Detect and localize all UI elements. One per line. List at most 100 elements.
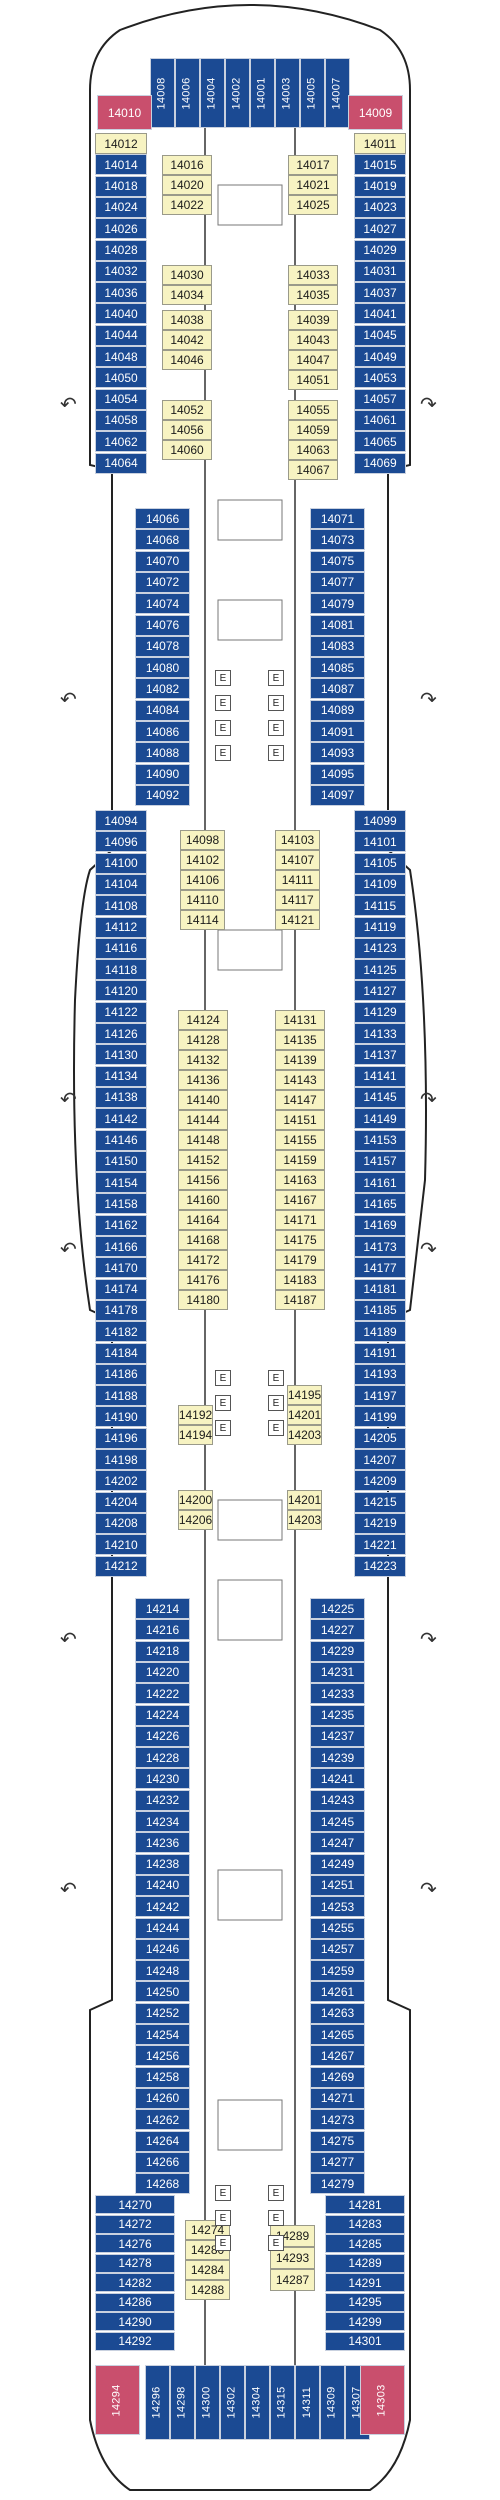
cabin-14269[interactable]: 14269 <box>310 2066 365 2088</box>
cabin-14028[interactable]: 14028 <box>95 239 147 261</box>
cabin-14216[interactable]: 14216 <box>135 1619 190 1641</box>
cabin-14233[interactable]: 14233 <box>310 1683 365 1705</box>
cabin-14145[interactable]: 14145 <box>354 1086 406 1108</box>
cabin-14183[interactable]: 14183 <box>275 1270 325 1290</box>
cabin-14132[interactable]: 14132 <box>178 1050 228 1070</box>
cabin-14169[interactable]: 14169 <box>354 1214 406 1236</box>
cabin-14206[interactable]: 14206 <box>178 1510 213 1530</box>
cabin-14263[interactable]: 14263 <box>310 2002 365 2024</box>
cabin-14248[interactable]: 14248 <box>135 1960 190 1982</box>
cabin-14066[interactable]: 14066 <box>135 508 190 529</box>
cabin-14273[interactable]: 14273 <box>310 2109 365 2131</box>
cabin-14003[interactable]: 14003 <box>275 58 300 128</box>
cabin-14152[interactable]: 14152 <box>178 1150 228 1170</box>
cabin-14272[interactable]: 14272 <box>95 2214 175 2234</box>
cabin-14144[interactable]: 14144 <box>178 1110 228 1130</box>
cabin-14270[interactable]: 14270 <box>95 2195 175 2214</box>
cabin-14139[interactable]: 14139 <box>275 1050 325 1070</box>
cabin-14302[interactable]: 14302 <box>220 2365 245 2440</box>
cabin-14093[interactable]: 14093 <box>310 742 365 764</box>
cabin-14207[interactable]: 14207 <box>354 1449 406 1470</box>
cabin-14158[interactable]: 14158 <box>95 1193 147 1215</box>
cabin-14024[interactable]: 14024 <box>95 196 147 218</box>
cabin-14060[interactable]: 14060 <box>162 440 212 460</box>
cabin-14025[interactable]: 14025 <box>288 195 338 215</box>
cabin-14166[interactable]: 14166 <box>95 1236 147 1257</box>
cabin-14241[interactable]: 14241 <box>310 1768 365 1790</box>
cabin-14301[interactable]: 14301 <box>325 2331 405 2351</box>
cabin-14150[interactable]: 14150 <box>95 1150 147 1172</box>
cabin-14020[interactable]: 14020 <box>162 175 212 195</box>
cabin-14251[interactable]: 14251 <box>310 1874 365 1896</box>
cabin-14253[interactable]: 14253 <box>310 1896 365 1918</box>
cabin-14038[interactable]: 14038 <box>162 310 212 330</box>
cabin-14231[interactable]: 14231 <box>310 1661 365 1683</box>
cabin-14110[interactable]: 14110 <box>180 890 225 910</box>
cabin-14086[interactable]: 14086 <box>135 721 190 742</box>
cabin-14267[interactable]: 14267 <box>310 2045 365 2067</box>
cabin-14141[interactable]: 14141 <box>354 1065 406 1087</box>
cabin-14074[interactable]: 14074 <box>135 593 190 615</box>
cabin-14168[interactable]: 14168 <box>178 1230 228 1250</box>
cabin-14282[interactable]: 14282 <box>95 2273 175 2292</box>
cabin-14033[interactable]: 14033 <box>288 265 338 285</box>
cabin-14185[interactable]: 14185 <box>354 1299 406 1321</box>
cabin-14098[interactable]: 14098 <box>180 830 225 850</box>
cabin-14232[interactable]: 14232 <box>135 1789 190 1811</box>
cabin-14091[interactable]: 14091 <box>310 721 365 742</box>
cabin-14179[interactable]: 14179 <box>275 1250 325 1270</box>
cabin-14136[interactable]: 14136 <box>178 1070 228 1090</box>
cabin-14084[interactable]: 14084 <box>135 699 190 721</box>
cabin-14107[interactable]: 14107 <box>275 850 320 870</box>
cabin-14156[interactable]: 14156 <box>178 1170 228 1190</box>
cabin-14089[interactable]: 14089 <box>310 699 365 721</box>
cabin-14298[interactable]: 14298 <box>170 2365 195 2440</box>
cabin-14164[interactable]: 14164 <box>178 1210 228 1230</box>
cabin-14201[interactable]: 14201 <box>287 1405 322 1425</box>
cabin-14264[interactable]: 14264 <box>135 2130 190 2152</box>
cabin-14108[interactable]: 14108 <box>95 895 147 917</box>
cabin-14043[interactable]: 14043 <box>288 330 338 350</box>
cabin-14095[interactable]: 14095 <box>310 763 365 785</box>
cabin-14057[interactable]: 14057 <box>354 388 406 410</box>
cabin-14027[interactable]: 14027 <box>354 218 406 240</box>
cabin-14121[interactable]: 14121 <box>275 910 320 930</box>
cabin-14160[interactable]: 14160 <box>178 1190 228 1210</box>
cabin-14078[interactable]: 14078 <box>135 635 190 657</box>
cabin-14053[interactable]: 14053 <box>354 367 406 389</box>
cabin-14004[interactable]: 14004 <box>200 58 225 128</box>
cabin-14008[interactable]: 14008 <box>150 58 175 128</box>
cabin-14109[interactable]: 14109 <box>354 873 406 895</box>
cabin-14304[interactable]: 14304 <box>245 2365 270 2440</box>
cabin-14106[interactable]: 14106 <box>180 870 225 890</box>
cabin-14278[interactable]: 14278 <box>95 2253 175 2273</box>
cabin-14170[interactable]: 14170 <box>95 1257 147 1279</box>
cabin-14079[interactable]: 14079 <box>310 593 365 615</box>
cabin-14187[interactable]: 14187 <box>275 1290 325 1310</box>
cabin-14042[interactable]: 14042 <box>162 330 212 350</box>
cabin-14017[interactable]: 14017 <box>288 155 338 175</box>
cabin-14190[interactable]: 14190 <box>95 1406 147 1428</box>
cabin-14062[interactable]: 14062 <box>95 431 147 453</box>
cabin-14291[interactable]: 14291 <box>325 2273 405 2292</box>
cabin-14199[interactable]: 14199 <box>354 1406 406 1428</box>
cabin-14133[interactable]: 14133 <box>354 1023 406 1044</box>
cabin-14034[interactable]: 14034 <box>162 285 212 305</box>
cabin-14203[interactable]: 14203 <box>287 1510 322 1530</box>
cabin-14035[interactable]: 14035 <box>288 285 338 305</box>
cabin-14104[interactable]: 14104 <box>95 873 147 895</box>
cabin-14127[interactable]: 14127 <box>354 980 406 1002</box>
cabin-14005[interactable]: 14005 <box>300 58 325 128</box>
cabin-14105[interactable]: 14105 <box>354 852 406 874</box>
cabin-14292[interactable]: 14292 <box>95 2331 175 2351</box>
cabin-14212[interactable]: 14212 <box>95 1555 147 1577</box>
cabin-14184[interactable]: 14184 <box>95 1342 147 1364</box>
cabin-14069[interactable]: 14069 <box>354 452 406 474</box>
cabin-14174[interactable]: 14174 <box>95 1278 147 1300</box>
cabin-14082[interactable]: 14082 <box>135 678 190 700</box>
cabin-14236[interactable]: 14236 <box>135 1832 190 1854</box>
cabin-14284[interactable]: 14284 <box>185 2260 230 2280</box>
cabin-14014[interactable]: 14014 <box>95 154 147 176</box>
cabin-14315[interactable]: 14315 <box>270 2365 295 2440</box>
cabin-14075[interactable]: 14075 <box>310 550 365 572</box>
